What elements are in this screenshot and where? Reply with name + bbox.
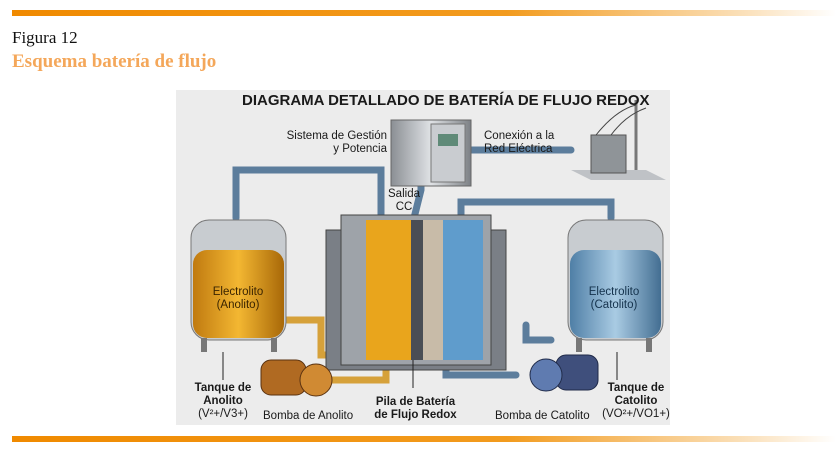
tank-label-line: (V²+/V3+) [198, 408, 248, 420]
flow-battery-illustration: DIAGRAMA DETALLADO DE BATERÍA DE FLUJO R… [176, 90, 670, 425]
tank-label-line: Tanque de [607, 382, 665, 394]
anolyte-pump-icon [260, 359, 333, 397]
tank-label-line: Anolito [203, 395, 243, 407]
anolyte-label-line: Electrolito [212, 286, 264, 298]
catholyte-tank-icon [567, 219, 664, 352]
figure-label: Figura 12 [12, 28, 78, 47]
tank-label-line: (VO²+/VO1+) [602, 408, 670, 420]
grid-label-line: Conexión a la [484, 130, 555, 142]
anolyte-tank-icon [190, 219, 287, 352]
dc-label-line: CC [395, 201, 413, 213]
grid-label-line: Red Eléctrica [484, 143, 553, 155]
anolyte-label: Electrolito(Anolito) [198, 286, 278, 312]
bms-label-line: y Potencia [333, 143, 387, 155]
control-cabinet-icon [390, 119, 472, 187]
top-rule [12, 10, 836, 16]
catholyte-pump-icon [529, 354, 599, 392]
tank-label-line: Catolito [614, 395, 658, 407]
tank-label-line: Tanque de [194, 382, 252, 394]
catholyte-label-line: (Catolito) [590, 299, 638, 311]
diagram-graphic [190, 100, 666, 397]
bms-label-line: Sistema de Gestión [286, 130, 387, 142]
transformer-icon [571, 100, 666, 180]
dc-label-line: Salida [388, 188, 420, 200]
stack-label-line: de Flujo Redox [374, 409, 457, 421]
battery-stack-icon [325, 214, 507, 371]
stack-label-line: Pila de Batería [375, 396, 456, 408]
anolyte-pump-label: Bomba de Anolito [263, 410, 354, 422]
catholyte-label: Electrolito(Catolito) [574, 286, 654, 312]
catholyte-label-line: Electrolito [588, 286, 640, 298]
figure-title: Esquema batería de flujo [12, 51, 217, 72]
diagram-title: DIAGRAMA DETALLADO DE BATERÍA DE FLUJO R… [242, 92, 650, 109]
catholyte-pump-label: Bomba de Catolito [495, 410, 590, 422]
bottom-rule [12, 436, 836, 442]
anolyte-label-line: (Anolito) [216, 299, 260, 311]
